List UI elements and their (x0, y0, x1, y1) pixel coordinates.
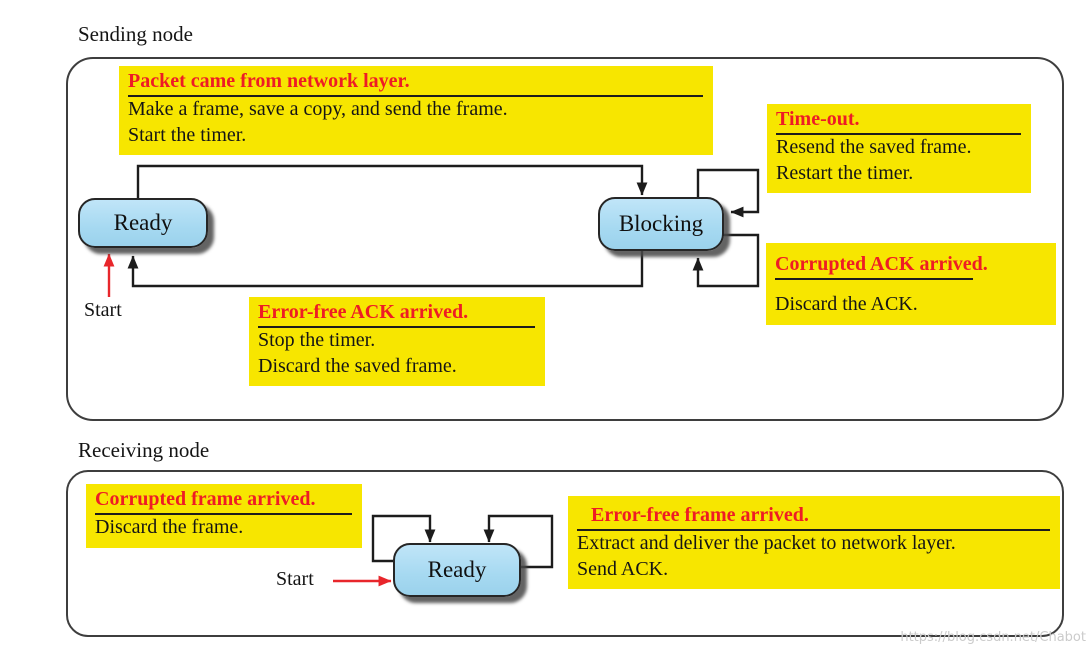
callout-title: Error-free frame arrived. (591, 504, 809, 526)
callout-title: Corrupted frame arrived. (95, 488, 316, 510)
state-ready-sending: Ready (78, 198, 208, 248)
arrow-timeout-self-loop (696, 168, 760, 218)
callout-title: Corrupted ACK arrived. (775, 253, 988, 275)
csdn-watermark: https://blog.csdn.net/Chabot (900, 630, 1086, 645)
callout-action-line: Extract and deliver the packet to networ… (577, 532, 956, 554)
callout-corrupted-frame: Corrupted frame arrived. Discard the fra… (86, 484, 362, 548)
state-blocking: Blocking (598, 197, 724, 251)
state-label: Ready (113, 210, 173, 235)
callout-underline (95, 513, 352, 515)
callout-title: Error-free ACK arrived. (258, 301, 469, 323)
start-label-sending: Start (84, 299, 122, 321)
sending-node-frame (66, 57, 1064, 421)
callout-action-line: Discard the saved frame. (258, 354, 457, 377)
callout-action-line: Discard the ACK. (775, 293, 918, 315)
callout-timeout: Time-out. Resend the saved frame. Restar… (767, 104, 1031, 194)
callout-corrupted-ack: Corrupted ACK arrived. Discard the ACK. (766, 243, 1056, 325)
arrow-blocking-to-ready (127, 250, 644, 288)
callout-packet-from-network: Packet came from network layer. Make a f… (119, 66, 713, 156)
state-label: Ready (427, 557, 487, 582)
callout-underline (775, 278, 973, 280)
arrow-receiving-right-self-loop (483, 514, 554, 569)
callout-action-line: Stop the timer. (258, 329, 376, 351)
callout-action-line: Discard the frame. (95, 516, 244, 538)
state-ready-receiving: Ready (393, 543, 521, 597)
receiving-node-frame (66, 470, 1064, 637)
callout-action-line: Start the timer. (128, 123, 247, 146)
receiving-node-label: Receiving node (78, 438, 210, 462)
arrow-receiving-left-self-loop (371, 514, 436, 563)
callout-action-line: Send ACK. (577, 557, 669, 580)
start-label-receiving: Start (276, 568, 314, 590)
callout-underline (258, 326, 535, 328)
callout-action-line: Restart the timer. (776, 161, 914, 184)
state-label: Blocking (618, 211, 704, 236)
callout-action-line: Resend the saved frame. (776, 136, 972, 158)
callout-action-line: Make a frame, save a copy, and send the … (128, 98, 508, 120)
callout-error-free-frame: Error-free frame arrived. Extract and de… (568, 496, 1060, 590)
callout-underline (776, 133, 1021, 135)
callout-underline (128, 95, 703, 97)
callout-error-free-ack: Error-free ACK arrived. Stop the timer. … (249, 297, 545, 387)
sending-node-label: Sending node (78, 22, 193, 46)
arrow-corrupted-ack-self-loop (692, 233, 760, 288)
arrow-ready-to-blocking (136, 164, 648, 199)
callout-underline (577, 529, 1050, 531)
callout-title: Packet came from network layer. (128, 70, 410, 92)
callout-title: Time-out. (776, 108, 860, 130)
